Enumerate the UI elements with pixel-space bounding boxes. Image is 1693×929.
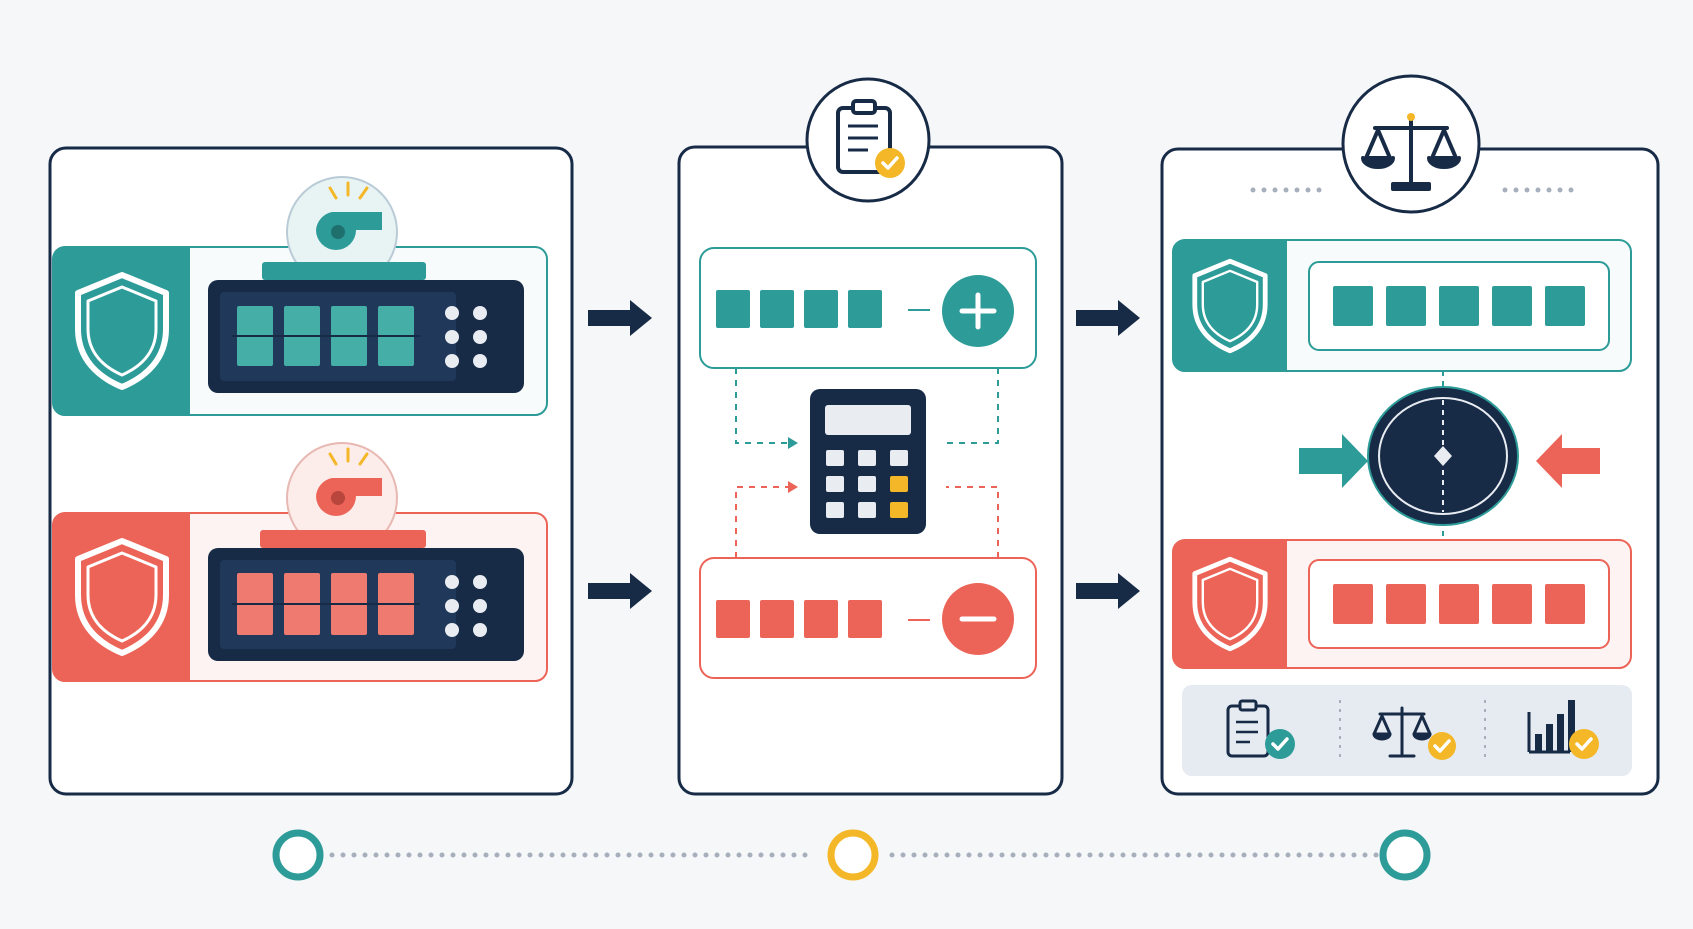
keypad-dots (445, 306, 487, 368)
teal-device-row (52, 176, 548, 416)
teal-arrow-in-icon (1299, 434, 1368, 488)
scales-check-icon (1372, 706, 1456, 760)
teal-result-row (1172, 239, 1632, 372)
coral-minus-row (699, 557, 1037, 679)
arrow-right-icon (1076, 573, 1140, 609)
coral-arrow-in-icon (1536, 434, 1600, 488)
verdict-footer (1182, 685, 1632, 776)
arrow-right-icon (588, 300, 652, 336)
balance-dial-icon (1367, 371, 1519, 540)
clipboard-check-icon (1226, 699, 1295, 759)
scales-badge (1341, 74, 1481, 214)
scales-icon (1361, 118, 1461, 191)
coral-result-row (1172, 539, 1632, 669)
whistle-badge (286, 176, 398, 288)
code-display (208, 280, 524, 393)
timeline (272, 829, 1431, 881)
plus-icon (942, 275, 1014, 347)
clipboard-check-icon (836, 99, 905, 178)
arrow-right-icon (588, 573, 652, 609)
panel-verdict (1160, 74, 1660, 796)
timeline-dots (329, 852, 1379, 858)
whistle-icon (316, 181, 382, 250)
keypad-dots (445, 575, 487, 637)
header-dots (1250, 187, 1574, 193)
timeline-node (827, 829, 879, 881)
whistle-icon (316, 447, 382, 516)
arrow-right-icon (1076, 300, 1140, 336)
minus-icon (942, 583, 1014, 655)
calculator-icon (810, 389, 926, 534)
bar-chart-check-icon (1527, 700, 1599, 759)
timeline-node (272, 829, 324, 881)
timeline-node (1379, 829, 1431, 881)
coral-device-row (52, 442, 548, 682)
code-display (208, 548, 524, 661)
panel-input (48, 146, 574, 796)
panel-calculation (677, 77, 1064, 796)
clipboard-check-badge (805, 77, 931, 203)
dashed-connectors (735, 368, 999, 558)
teal-plus-row (699, 247, 1037, 369)
